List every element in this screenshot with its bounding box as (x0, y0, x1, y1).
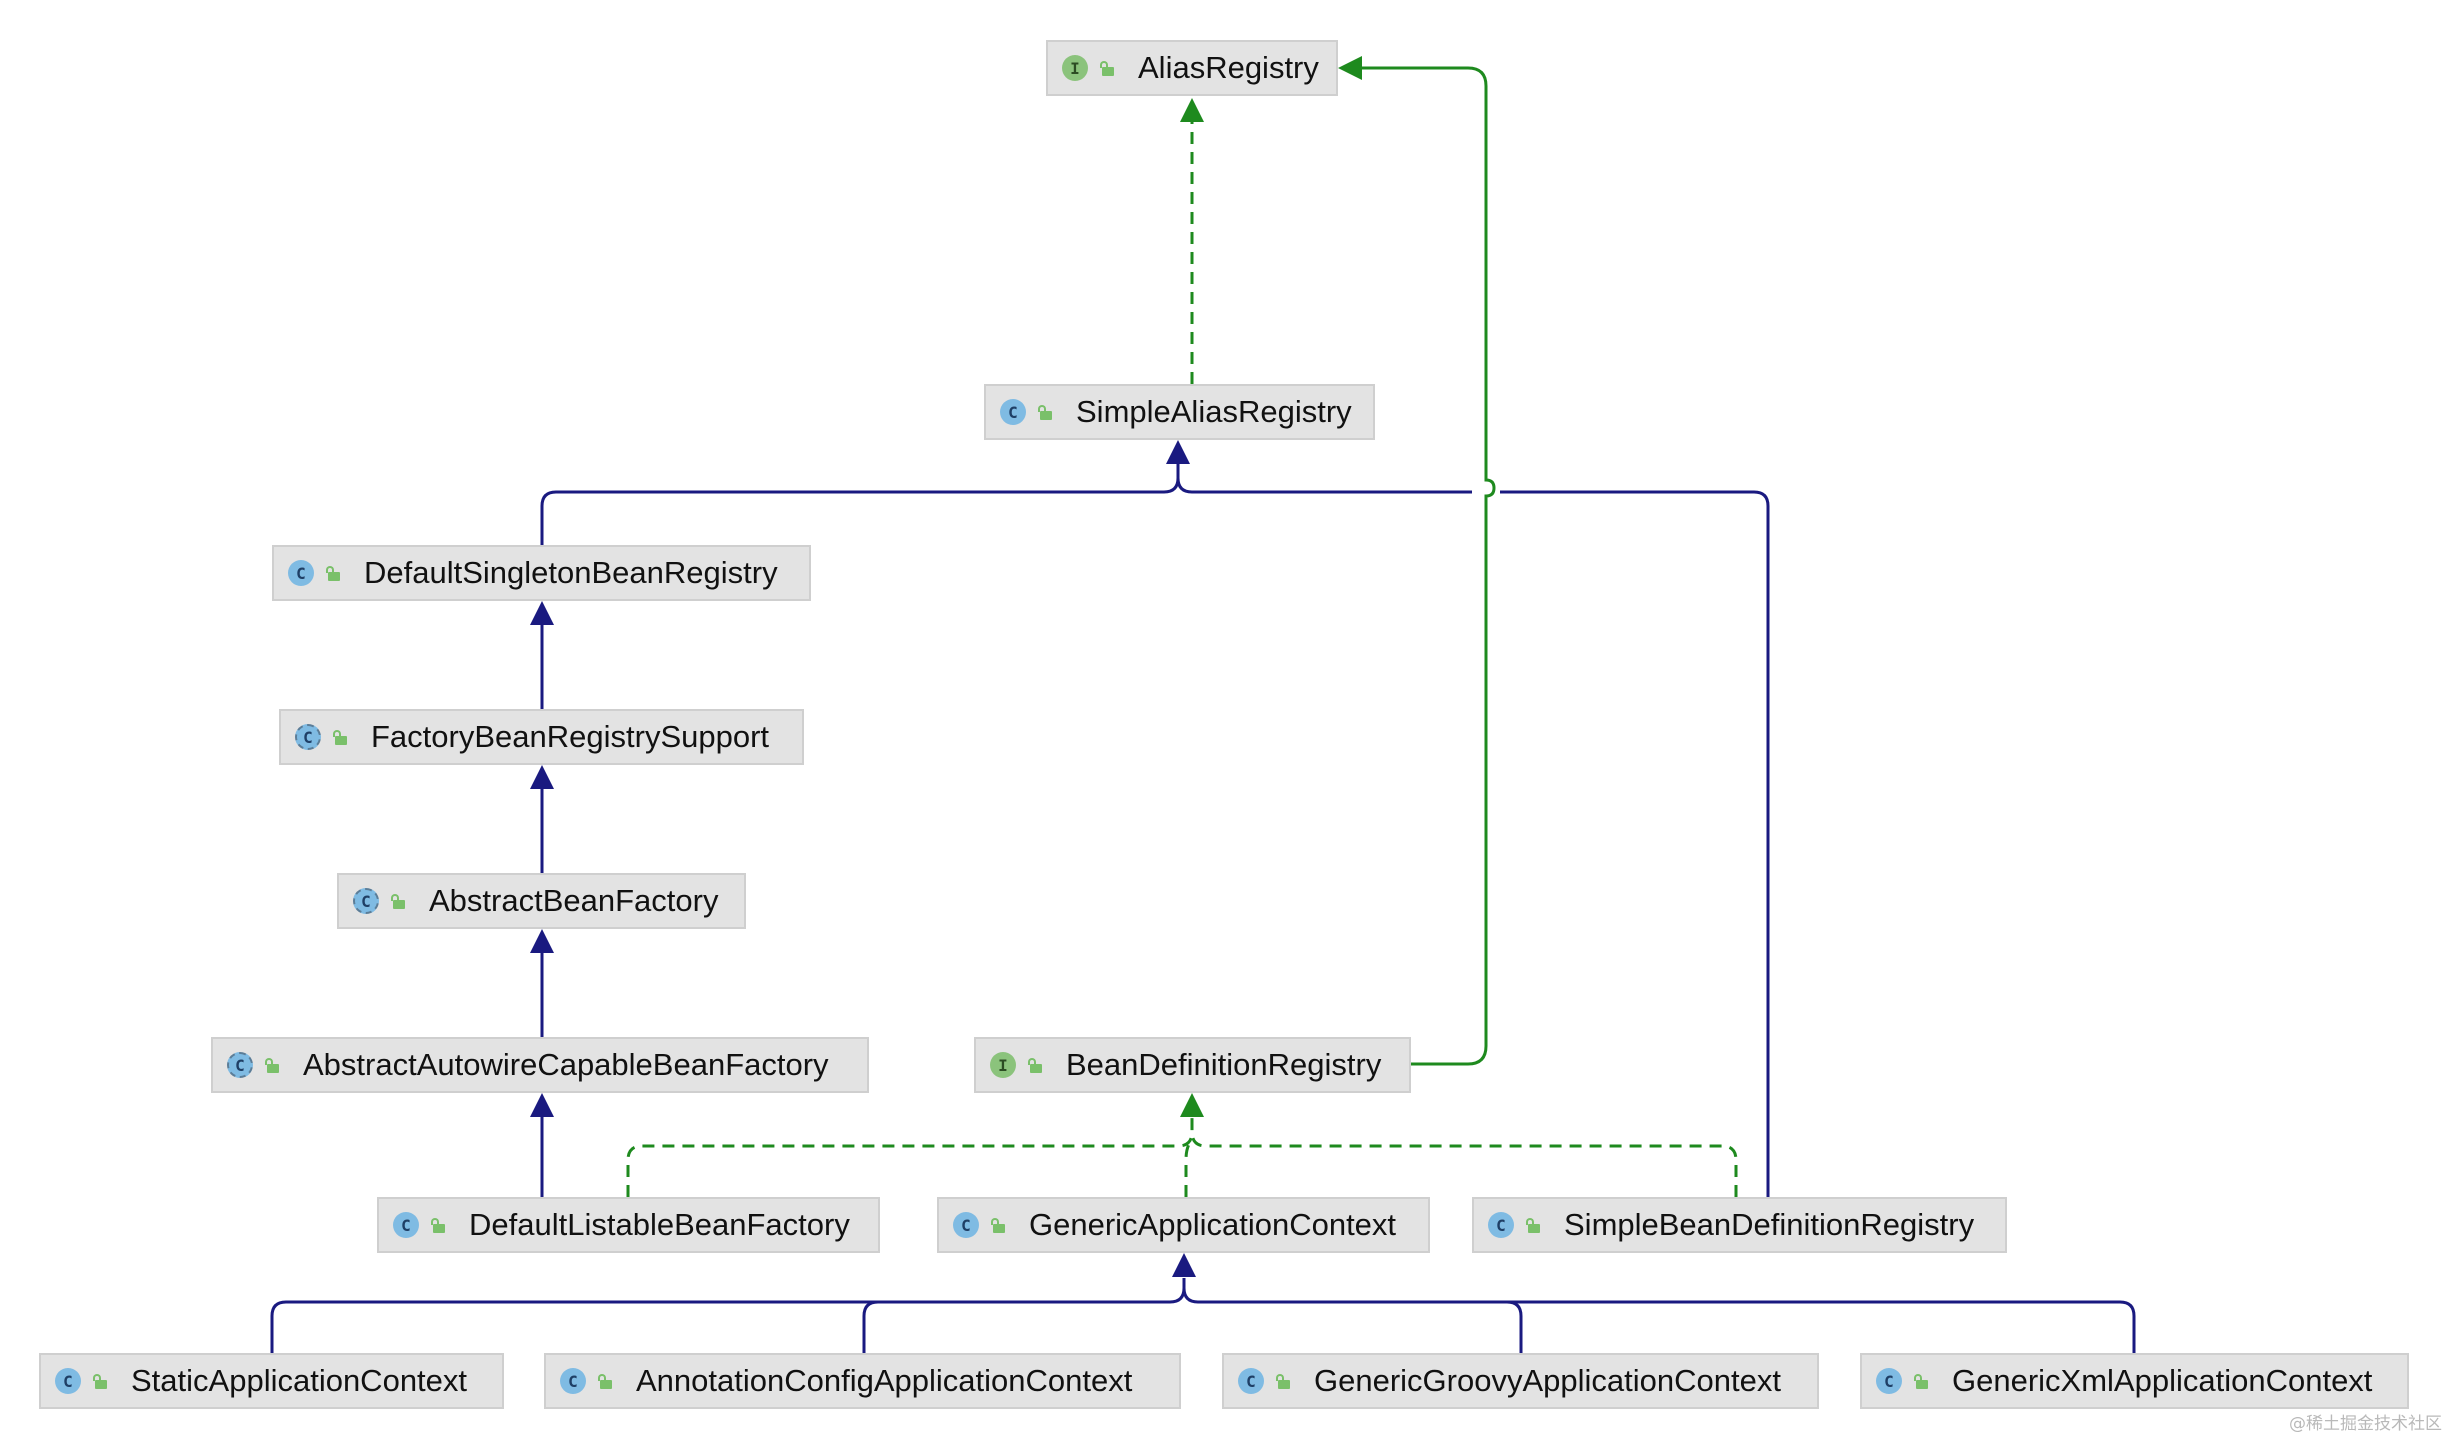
public-icon (1026, 1058, 1044, 1073)
node-abstract-autowire-capable-bean-factory[interactable]: C AbstractAutowireCapableBeanFactory (211, 1037, 869, 1093)
class-icon: C (1488, 1212, 1514, 1238)
node-label: AbstractBeanFactory (429, 883, 719, 918)
watermark: @稀土掘金技术社区 (2289, 1414, 2442, 1434)
node-simple-alias-registry[interactable]: C SimpleAliasRegistry (984, 384, 1375, 440)
interface-icon: I (1062, 55, 1088, 81)
abstract-class-icon: C (353, 888, 379, 914)
class-icon: C (560, 1368, 586, 1394)
node-alias-registry[interactable]: I AliasRegistry (1046, 40, 1338, 96)
node-label: GenericApplicationContext (1029, 1207, 1397, 1242)
public-icon (1036, 405, 1054, 420)
node-label: GenericXmlApplicationContext (1952, 1363, 2373, 1398)
node-label: AliasRegistry (1138, 50, 1319, 85)
class-icon: C (393, 1212, 419, 1238)
arrowhead-extends (1172, 1253, 1196, 1277)
edge-genericgroovy-generic (1182, 1287, 1523, 1353)
node-label: FactoryBeanRegistrySupport (371, 719, 770, 754)
edge-staticapplicationcontext-generic (270, 1278, 1186, 1353)
public-icon (324, 566, 342, 581)
edge-simplebeandefinitionregistry-beandefinitionregistry (1190, 1131, 1738, 1197)
node-default-singleton-bean-registry[interactable]: C DefaultSingletonBeanRegistry (272, 545, 811, 601)
node-label: DefaultListableBeanFactory (469, 1207, 850, 1242)
public-icon (91, 1374, 109, 1389)
arrowhead-extends (1166, 440, 1190, 464)
arrowhead-implements (1180, 98, 1204, 122)
arrowhead-extends (530, 1093, 554, 1117)
node-label: DefaultSingletonBeanRegistry (364, 555, 778, 590)
node-label: SimpleAliasRegistry (1076, 394, 1352, 429)
public-icon (429, 1218, 447, 1233)
public-icon (596, 1374, 614, 1389)
edge-beandefinitionregistry-aliasregistry (1362, 66, 1496, 1066)
node-static-application-context[interactable]: C StaticApplicationContext (39, 1353, 504, 1409)
node-label: AnnotationConfigApplicationContext (636, 1363, 1133, 1398)
edge-genericxml-generic (1507, 1300, 2136, 1353)
node-generic-xml-application-context[interactable]: C GenericXmlApplicationContext (1860, 1353, 2409, 1409)
node-default-listable-bean-factory[interactable]: C DefaultListableBeanFactory (377, 1197, 880, 1253)
node-abstract-bean-factory[interactable]: C AbstractBeanFactory (337, 873, 746, 929)
node-label: BeanDefinitionRegistry (1066, 1047, 1382, 1082)
abstract-class-icon: C (295, 724, 321, 750)
public-icon (263, 1058, 281, 1073)
class-icon: C (1238, 1368, 1264, 1394)
edge-simplebeandefinitionregistry-simplealias (1176, 477, 1770, 1197)
node-bean-definition-registry[interactable]: I BeanDefinitionRegistry (974, 1037, 1411, 1093)
edge-defaultlistable-beandefinitionregistry (626, 1118, 1194, 1197)
public-icon (1274, 1374, 1292, 1389)
arrowhead-extends (530, 601, 554, 625)
node-generic-application-context[interactable]: C GenericApplicationContext (937, 1197, 1430, 1253)
arrowhead-extends (530, 765, 554, 789)
node-factory-bean-registry-support[interactable]: C FactoryBeanRegistrySupport (279, 709, 804, 765)
node-generic-groovy-application-context[interactable]: C GenericGroovyApplicationContext (1222, 1353, 1819, 1409)
public-icon (989, 1218, 1007, 1233)
public-icon (331, 730, 349, 745)
public-icon (1098, 61, 1116, 76)
class-icon: C (55, 1368, 81, 1394)
abstract-class-icon: C (227, 1052, 253, 1078)
node-label: SimpleBeanDefinitionRegistry (1564, 1207, 1975, 1242)
arrowhead-implements (1180, 1093, 1204, 1117)
edge-annotationconfig-generic (862, 1300, 879, 1353)
edge-defaultsingleton-simplealias (540, 464, 1180, 545)
arrowhead-extends-interface (1338, 56, 1362, 80)
public-icon (1524, 1218, 1542, 1233)
arrowhead-extends (530, 929, 554, 953)
class-icon: C (1000, 399, 1026, 425)
node-annotation-config-application-context[interactable]: C AnnotationConfigApplicationContext (544, 1353, 1181, 1409)
public-icon (389, 894, 407, 909)
public-icon (1912, 1374, 1930, 1389)
node-simple-bean-definition-registry[interactable]: C SimpleBeanDefinitionRegistry (1472, 1197, 2007, 1253)
node-label: GenericGroovyApplicationContext (1314, 1363, 1781, 1398)
node-label: AbstractAutowireCapableBeanFactory (303, 1047, 829, 1082)
class-icon: C (953, 1212, 979, 1238)
node-label: StaticApplicationContext (131, 1363, 468, 1398)
interface-icon: I (990, 1052, 1016, 1078)
class-icon: C (288, 560, 314, 586)
edge-genericapplicationcontext-beandefinitionregistry (1184, 1138, 1194, 1197)
class-icon: C (1876, 1368, 1902, 1394)
